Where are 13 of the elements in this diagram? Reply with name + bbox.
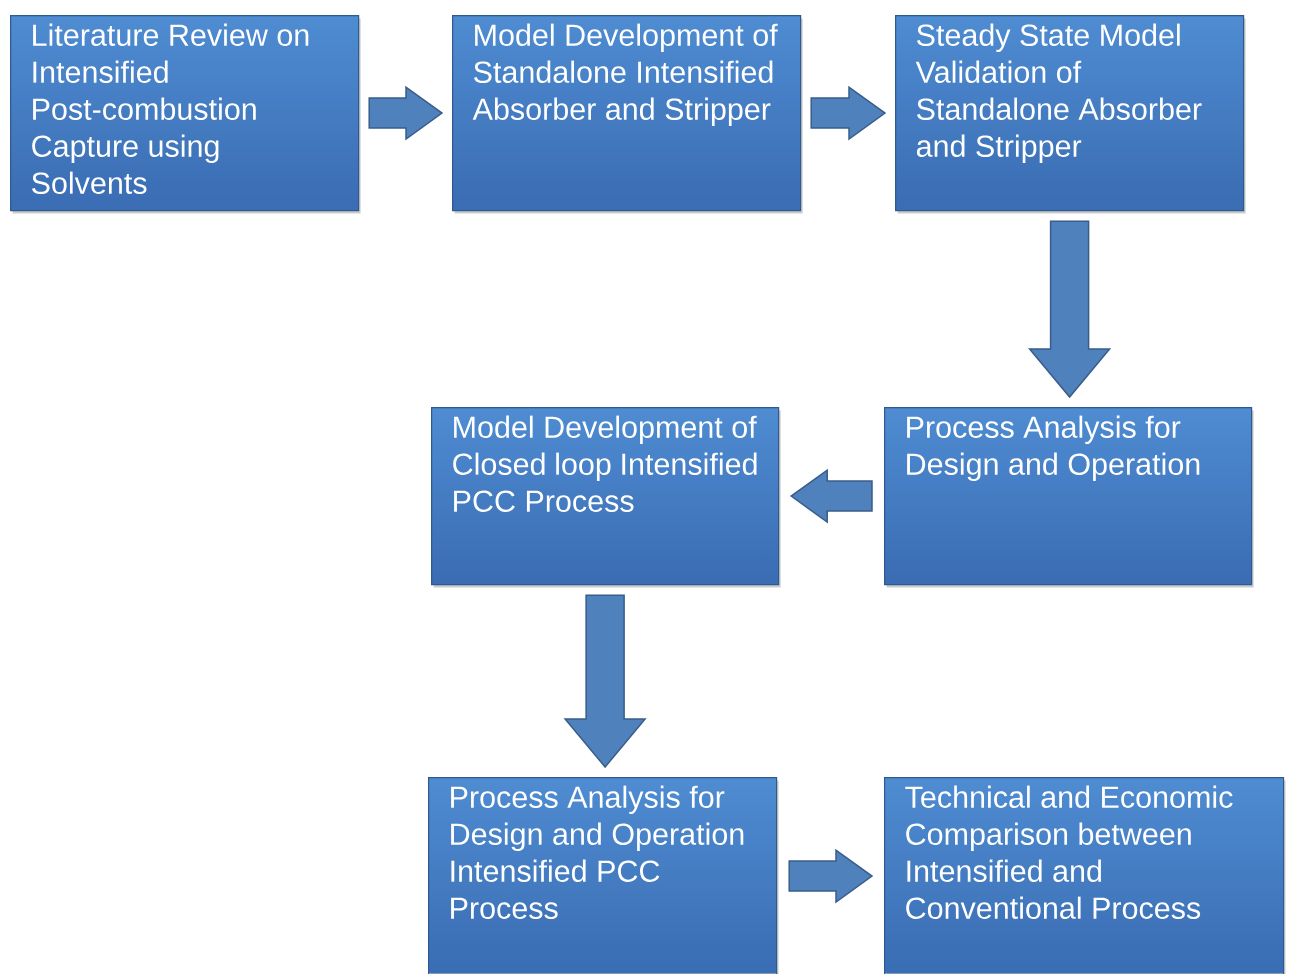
process-box: Technical and Economic Comparison between Intensified and Conventional Process: [884, 777, 1286, 974]
block-arrow: [368, 85, 444, 141]
block-arrow: [563, 594, 647, 769]
process-box: Process Analysis for Design and Operation Intensified PCC Process: [428, 777, 779, 974]
process-box: Process Analysis for Design and Operation: [884, 407, 1254, 588]
process-box: Model Development of Closed loop Intensified PCC Process: [431, 407, 781, 588]
block-arrow: [788, 848, 874, 904]
block-arrow: [789, 468, 873, 524]
process-box: Model Development of Standalone Intensified Absorber and Stripper: [452, 15, 803, 214]
process-box: Literature Review on Intensified Post-combustion Capture using Solvents: [10, 15, 361, 214]
process-box: Steady State Model Validation of Standalone Absorber and Stripper: [895, 15, 1246, 214]
block-arrow: [1028, 220, 1112, 399]
block-arrow: [810, 85, 887, 141]
